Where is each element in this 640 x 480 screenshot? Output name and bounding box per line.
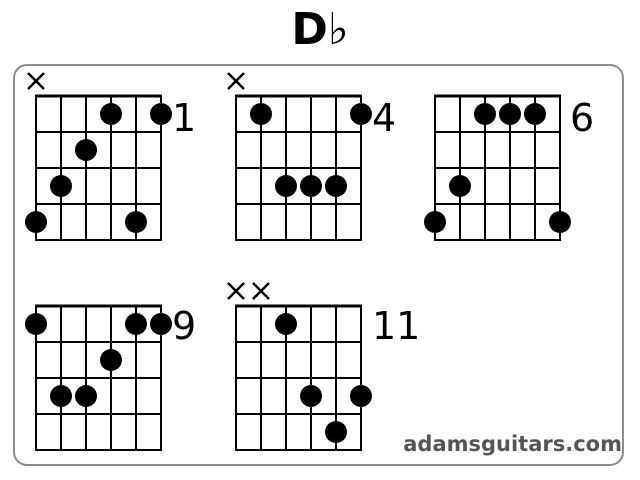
- chord-diagram-2: 4: [227, 72, 396, 241]
- finger-dot: [25, 211, 47, 233]
- fret-label-2: 4: [372, 96, 396, 140]
- chord-diagram-4: 9: [25, 304, 196, 451]
- fret-label-5: 11: [372, 304, 420, 348]
- finger-dot: [100, 103, 122, 125]
- finger-dot: [499, 103, 521, 125]
- finger-dot: [350, 385, 372, 407]
- finger-dot: [100, 349, 122, 371]
- muted-string-icon: [227, 282, 245, 300]
- finger-dot: [150, 103, 172, 125]
- chord-diagrams-panel: [13, 64, 624, 466]
- finger-dot: [250, 103, 272, 125]
- finger-dot: [150, 313, 172, 335]
- muted-string-icon: [227, 72, 245, 90]
- chord-title: D♭: [291, 4, 349, 55]
- muted-string-icon: [27, 72, 45, 90]
- finger-dot: [424, 211, 446, 233]
- finger-dot: [350, 103, 372, 125]
- finger-dot: [75, 139, 97, 161]
- chord-diagram-3: 6: [424, 94, 594, 241]
- finger-dot: [25, 313, 47, 335]
- fret-label-4: 9: [172, 304, 196, 348]
- finger-dot: [125, 211, 147, 233]
- finger-dot: [325, 421, 347, 443]
- fret-label-3: 6: [570, 96, 594, 140]
- finger-dot: [300, 385, 322, 407]
- finger-dot: [524, 103, 546, 125]
- muted-string-icon: [252, 282, 270, 300]
- site-watermark: adamsguitars.com: [403, 432, 622, 456]
- finger-dot: [449, 175, 471, 197]
- finger-dot: [300, 175, 322, 197]
- finger-dot: [275, 313, 297, 335]
- finger-dot: [125, 313, 147, 335]
- chord-diagram-1: 1: [25, 72, 196, 241]
- fret-label-1: 1: [172, 96, 196, 140]
- finger-dot: [325, 175, 347, 197]
- finger-dot: [50, 175, 72, 197]
- finger-dot: [549, 211, 571, 233]
- finger-dot: [275, 175, 297, 197]
- chord-diagram-5: 11: [227, 282, 420, 451]
- finger-dot: [75, 385, 97, 407]
- finger-dot: [50, 385, 72, 407]
- finger-dot: [474, 103, 496, 125]
